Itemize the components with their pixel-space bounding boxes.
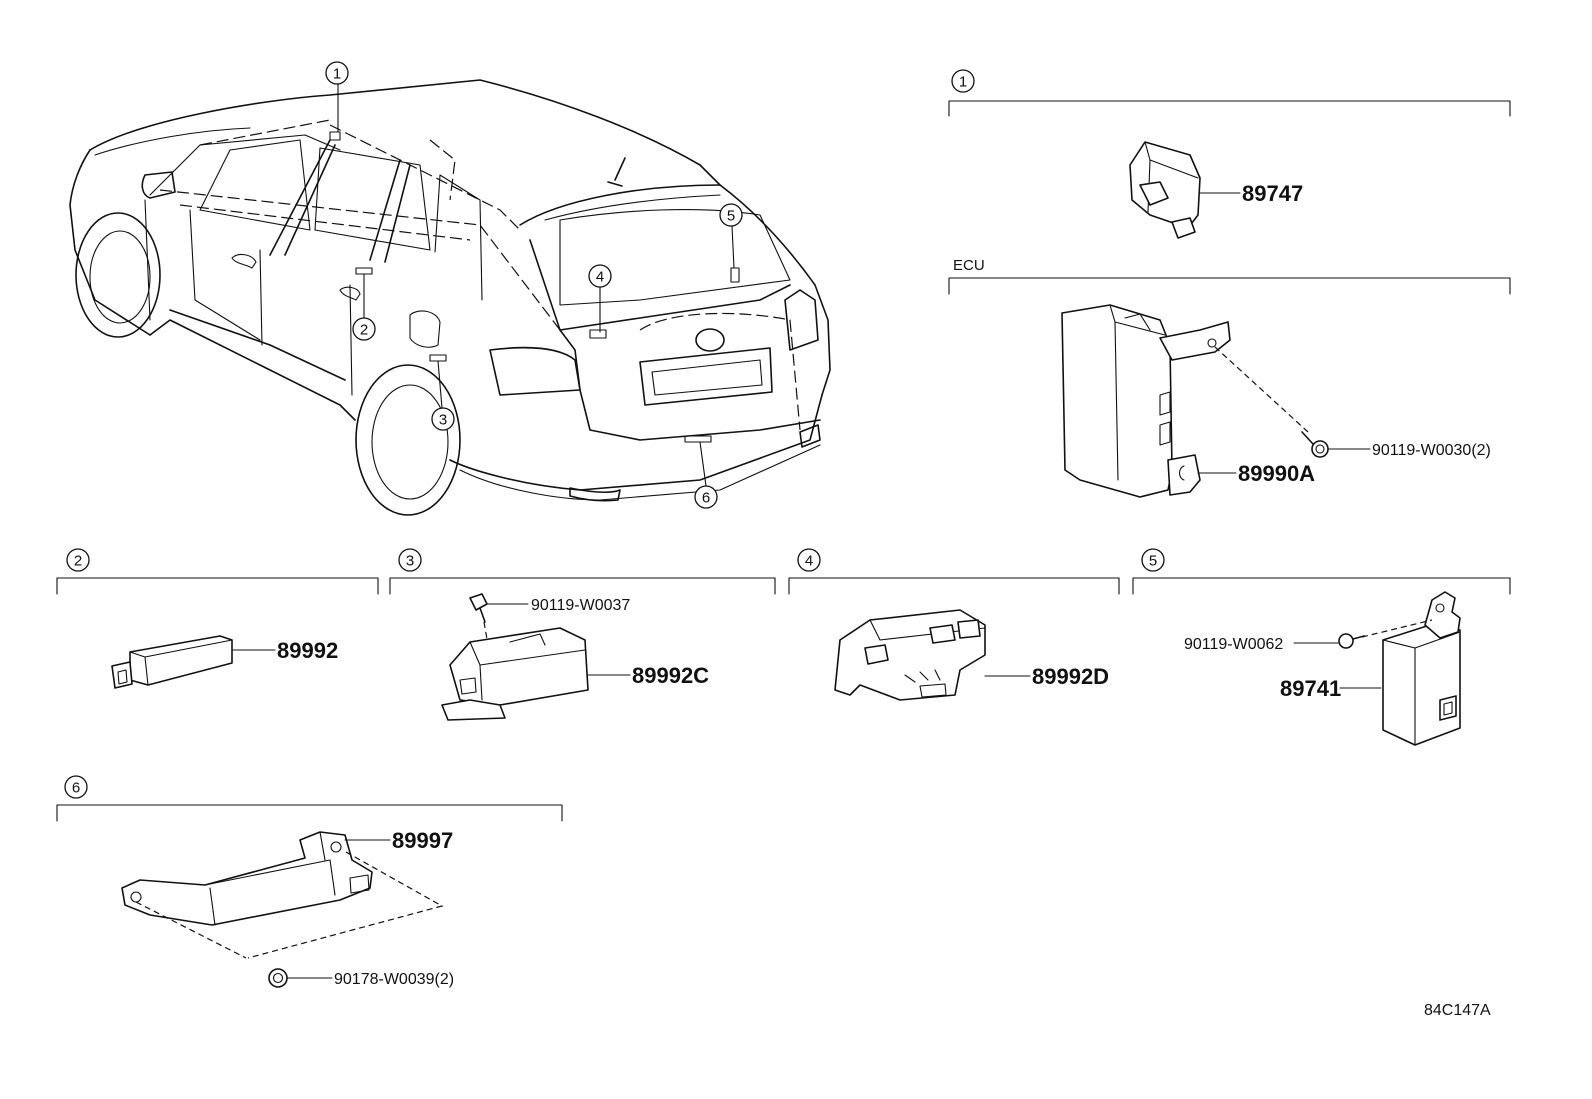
section-ecu: ECU 90119-W0030(2) 89990A <box>948 257 1511 498</box>
section-6-number: 6 <box>72 780 80 797</box>
sensor-89992d-drawing <box>834 609 986 701</box>
sensor-89747-drawing <box>1129 141 1201 239</box>
callout-number: 4 <box>596 269 604 286</box>
vehicle-callout-1: 1 <box>325 61 349 85</box>
bolt-90119-w0037-drawing <box>469 593 488 623</box>
section-6: 6 90178-W0039(2) 89997 <box>56 775 563 988</box>
callout-number: 1 <box>333 66 341 83</box>
section-2: 2 89992 <box>56 548 379 689</box>
part-number-89992d: 89992D <box>1032 664 1109 689</box>
section-2-bracket <box>56 577 379 595</box>
ecu-bracket <box>948 277 1511 295</box>
callout-number: 6 <box>702 490 710 507</box>
vehicle-callout-5: 5 <box>719 203 743 227</box>
callout-number: 2 <box>360 322 368 339</box>
vehicle-overview <box>69 79 831 516</box>
section-5-bracket <box>1132 577 1511 595</box>
section-6-bracket <box>56 804 563 822</box>
part-number-89747: 89747 <box>1242 181 1303 206</box>
callout-number: 5 <box>727 208 735 225</box>
section-4-bracket <box>788 577 1120 595</box>
bolt-90119-w0030-drawing <box>1301 431 1329 458</box>
section-5: 5 90119-W0062 89741 <box>1132 548 1511 746</box>
part-number-89997: 89997 <box>392 828 453 853</box>
sensor-89992c-drawing <box>441 627 589 721</box>
section-4: 4 89992D <box>788 548 1120 701</box>
vehicle-callout-6: 6 <box>694 485 718 509</box>
sensor-89997-drawing <box>121 831 373 926</box>
part-number-90178-w0039: 90178-W0039(2) <box>334 971 454 988</box>
ecu-label: ECU <box>953 257 985 274</box>
part-number-90119-w0037: 90119-W0037 <box>531 597 630 614</box>
nut-90178-w0039-drawing <box>268 968 288 988</box>
part-number-89990a: 89990A <box>1238 461 1315 486</box>
bolt-90119-w0062-drawing <box>1338 633 1365 649</box>
vehicle-callout-3: 3 <box>431 407 455 431</box>
vehicle-callout-2: 2 <box>352 317 376 341</box>
section-2-number: 2 <box>74 553 82 570</box>
sensor-89992-drawing <box>111 635 233 689</box>
callout-number: 3 <box>439 412 447 429</box>
part-number-89992: 89992 <box>277 638 338 663</box>
section-3-bracket <box>389 577 776 595</box>
section-5-number: 5 <box>1149 553 1157 570</box>
part-number-90119-w0030: 90119-W0030(2) <box>1372 442 1491 459</box>
part-number-90119-w0062: 90119-W0062 <box>1184 636 1283 653</box>
vehicle-callout-4: 4 <box>588 264 612 288</box>
figure-code: 84C147A <box>1424 1002 1491 1019</box>
part-number-89741: 89741 <box>1280 676 1341 701</box>
part-number-89992c: 89992C <box>632 663 709 688</box>
ecu-89990a-drawing <box>1061 304 1231 498</box>
section-3-number: 3 <box>406 553 414 570</box>
section-1: 1 89747 <box>948 69 1511 239</box>
section-3: 3 90119-W0037 89992C <box>389 548 776 721</box>
section-1-number: 1 <box>959 74 967 91</box>
section-4-number: 4 <box>805 553 813 570</box>
section-1-bracket <box>948 100 1511 117</box>
module-89741-drawing <box>1382 591 1461 746</box>
